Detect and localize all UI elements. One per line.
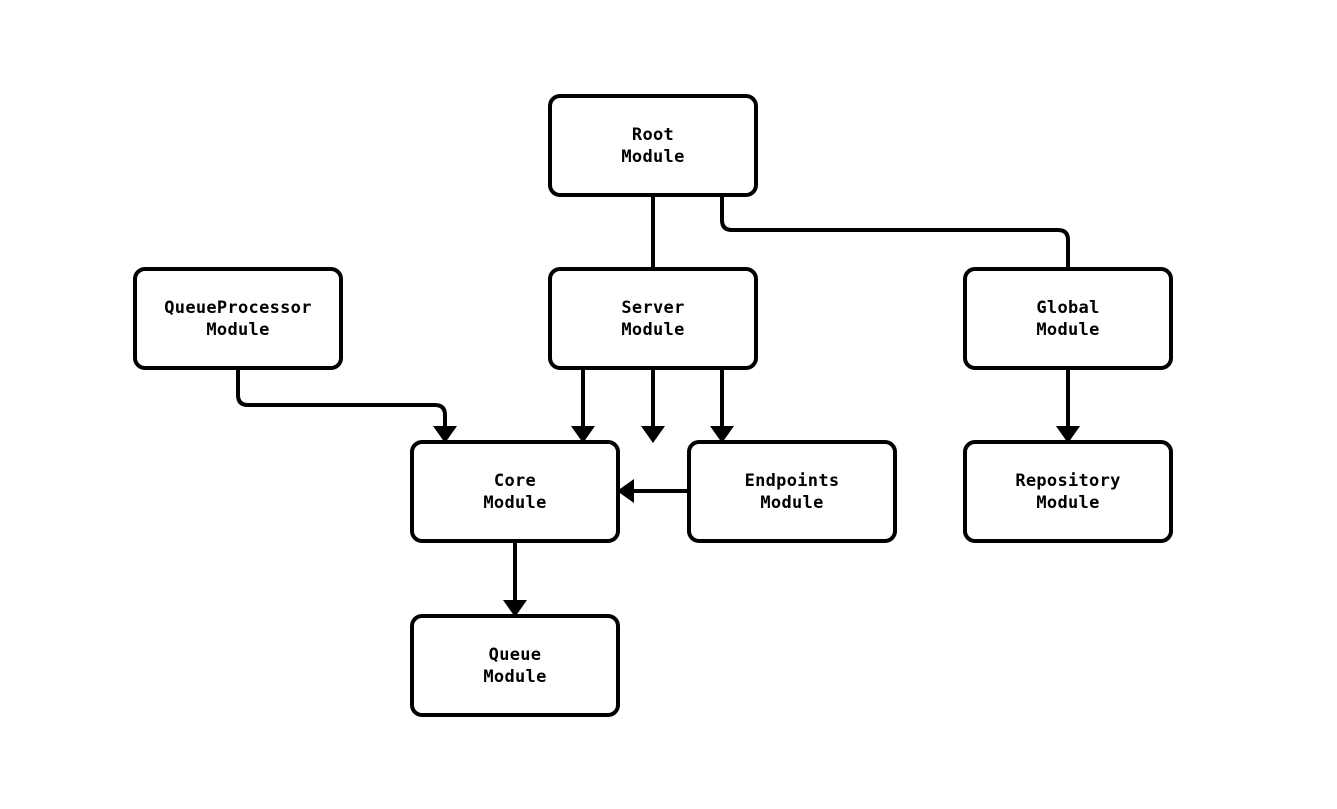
node-core-module-label-line2: Module — [483, 492, 547, 513]
node-queue-module-label-line2: Module — [483, 666, 547, 687]
node-queue-module[interactable]: Queue Module — [410, 614, 620, 717]
node-queue-module-label-line1: Queue — [488, 644, 542, 665]
node-global-module-label-line1: Global — [1036, 297, 1100, 318]
edge-endpoints-to-core — [617, 479, 689, 503]
node-repository-module-label-line1: Repository — [1015, 470, 1121, 491]
edge-queueprocessor-to-core — [236, 370, 457, 443]
node-server-module-label-line2: Module — [621, 319, 685, 340]
node-queueprocessor-module-label-line1: QueueProcessor — [164, 297, 312, 318]
node-global-module-label-line2: Module — [1036, 319, 1100, 340]
node-global-module[interactable]: Global Module — [963, 267, 1173, 370]
node-server-module[interactable]: Server Module — [548, 267, 758, 370]
node-root-module-label-line2: Module — [621, 146, 685, 167]
node-server-module-label-line1: Server — [621, 297, 685, 318]
node-endpoints-module[interactable]: Endpoints Module — [687, 440, 897, 543]
node-endpoints-module-label-line2: Module — [760, 492, 824, 513]
node-root-module-label-line1: Root — [631, 124, 675, 145]
node-endpoints-module-label-line1: Endpoints — [744, 470, 840, 491]
node-core-module[interactable]: Core Module — [410, 440, 620, 543]
node-core-module-label-line1: Core — [493, 470, 537, 491]
node-queueprocessor-module[interactable]: QueueProcessor Module — [133, 267, 343, 370]
node-repository-module-label-line2: Module — [1036, 492, 1100, 513]
node-queueprocessor-module-label-line2: Module — [206, 319, 270, 340]
edge-server-to-endpoints — [710, 370, 734, 443]
node-root-module[interactable]: Root Module — [548, 94, 758, 197]
edge-core-to-queue — [503, 543, 527, 617]
edge-server-to-core — [571, 370, 595, 443]
node-repository-module[interactable]: Repository Module — [963, 440, 1173, 543]
edge-global-to-repository — [1056, 370, 1080, 443]
